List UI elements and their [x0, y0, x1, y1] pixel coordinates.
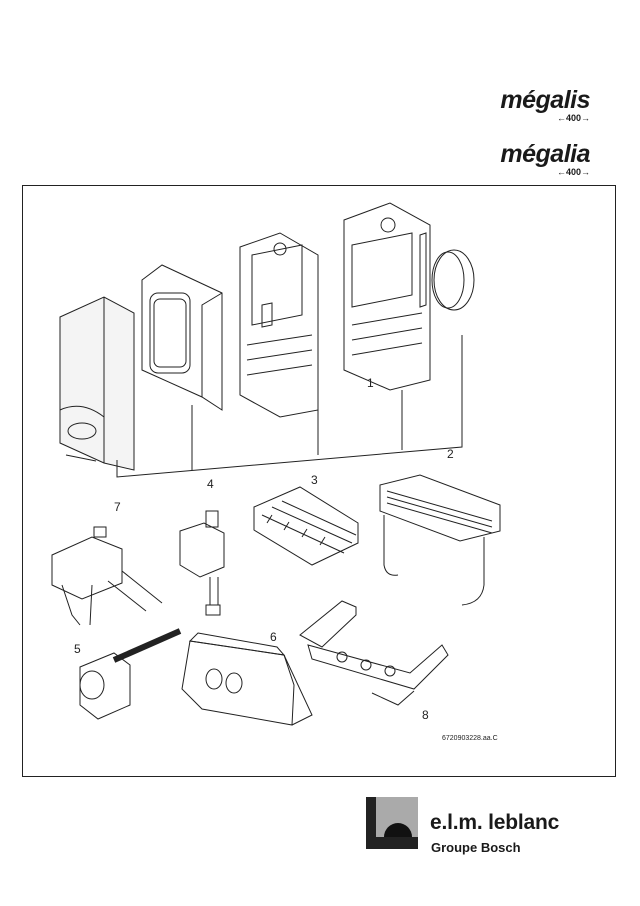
brand-megalis: mégalis ←400→ [500, 86, 590, 124]
heat-exchanger [379, 474, 501, 606]
brand-sub: ←400→ [556, 113, 590, 123]
callout-2: 2 [447, 447, 454, 461]
expansion-vessel [431, 249, 475, 311]
brand-name: mégalis [500, 86, 590, 114]
group-name: Groupe Bosch [431, 840, 521, 855]
hydraulic-group [51, 526, 163, 626]
ref-code: 6720903228.aa.C [442, 735, 498, 742]
front-casing [59, 296, 135, 471]
callout-4: 4 [207, 477, 214, 491]
exploded-parts-diagram: 1 2 3 4 5 6 7 8 6720903228.aa.C [51, 202, 501, 742]
hydraulic-base [299, 600, 449, 706]
brand-megalia: mégalia ←400→ [500, 140, 590, 178]
brand-name: mégalia [500, 140, 590, 168]
casing-frame [141, 264, 223, 411]
callout-1: 1 [367, 376, 374, 390]
callout-3: 3 [311, 473, 318, 487]
burner [253, 486, 359, 566]
gas-valve [179, 510, 225, 616]
callout-5: 5 [74, 642, 81, 656]
chassis-right [343, 202, 431, 391]
company-name: e.l.m. leblanc [430, 811, 560, 834]
elm-logo [366, 797, 418, 849]
chassis-left [239, 232, 319, 418]
pump [79, 628, 182, 720]
callout-6: 6 [270, 630, 277, 644]
brand-sub: ←400→ [556, 167, 590, 177]
callout-8: 8 [422, 708, 429, 722]
control-box [181, 632, 313, 726]
diagram-frame [22, 185, 616, 777]
callout-7: 7 [114, 500, 121, 514]
